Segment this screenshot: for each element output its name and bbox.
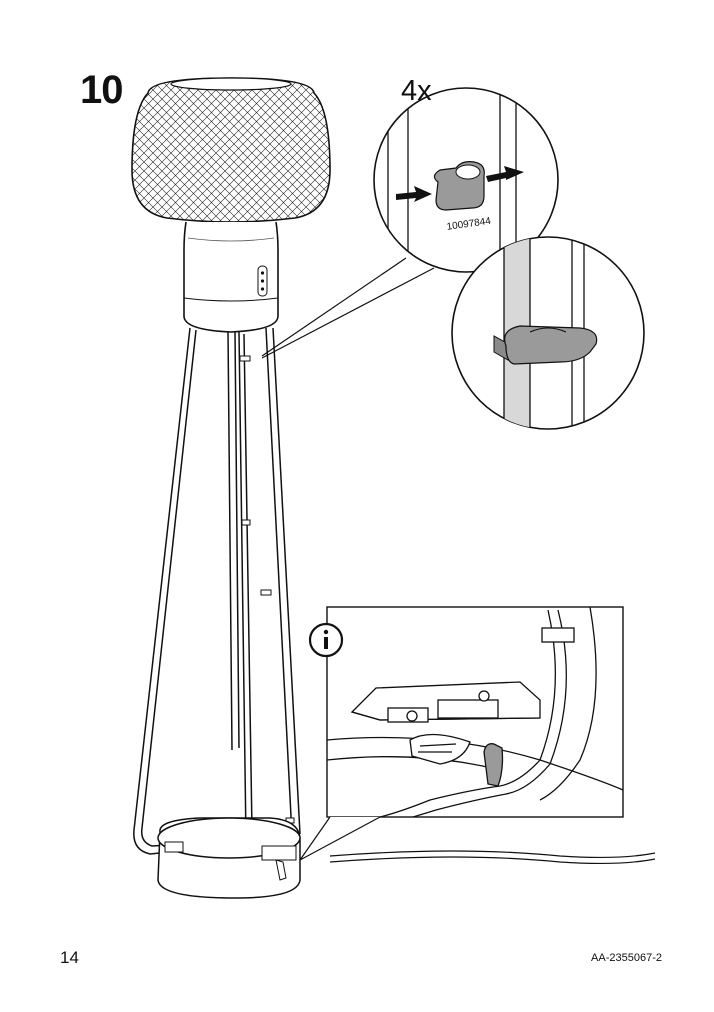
clip-on-leg-circle: [451, 236, 645, 430]
stand-base: [157, 817, 301, 899]
quantity-label: 4x: [401, 75, 432, 107]
speaker-body: [183, 221, 279, 333]
stand-legs: [133, 327, 301, 855]
callout-pointer: [261, 257, 435, 359]
clip-detail-circle: [373, 87, 559, 273]
info-detail-box: [299, 606, 624, 861]
page-number: 14: [60, 948, 79, 967]
info-icon: [308, 622, 344, 658]
speaker-shade: [131, 77, 331, 223]
document-code: AA-2355067-2: [591, 952, 662, 964]
step-number: 10: [80, 68, 123, 112]
power-cable: [329, 850, 656, 865]
